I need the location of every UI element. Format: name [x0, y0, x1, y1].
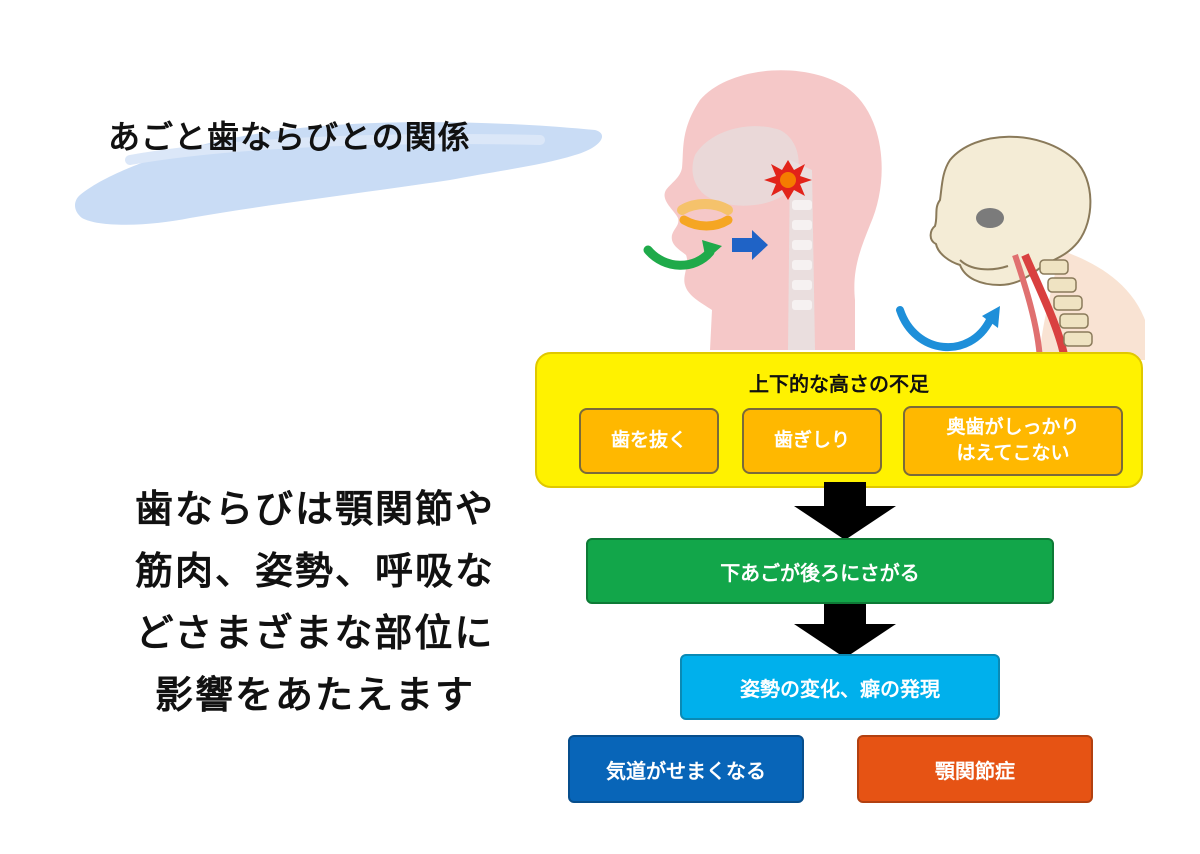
- cause-label-line-2: はえてこない: [956, 442, 1070, 464]
- cause-box-molars: 奥歯がしっかり はえてこない: [903, 406, 1123, 476]
- step-label: 下あごが後ろにさがる: [720, 560, 920, 585]
- head-profile-illustration: [643, 70, 882, 350]
- outcome-airway-narrowing: 気道がせまくなる: [568, 735, 804, 803]
- curved-blue-arrow-icon: [896, 306, 994, 352]
- cause-box-grinding: 歯ぎしり: [742, 408, 882, 474]
- page-title: あごと歯ならびとの関係: [108, 118, 471, 156]
- body-text: 歯ならびは顎関節や 筋肉、姿勢、呼吸な どさまざまな部位に 影響をあたえます: [100, 478, 530, 726]
- skull-spine-illustration: [896, 135, 1145, 360]
- down-arrow-icon: [794, 600, 896, 658]
- outcome-tmj-disorder: 顎関節症: [857, 735, 1093, 803]
- outcome-label: 顎関節症: [935, 758, 1015, 783]
- step-lower-jaw-retreats: 下あごが後ろにさがる: [586, 538, 1054, 604]
- cause-panel: 上下的な高さの不足 歯を抜く 歯ぎしり 奥歯がしっかり はえてこない: [535, 352, 1143, 488]
- body-text-line: 歯ならびは顎関節や: [134, 487, 495, 531]
- body-text-line: 影響をあたえます: [154, 673, 475, 717]
- down-arrow-icon: [794, 482, 896, 540]
- step-posture-change: 姿勢の変化、癖の発現: [680, 654, 1000, 720]
- title-brush-stroke: [75, 122, 603, 225]
- body-text-line: どさまざまな部位に: [135, 611, 495, 655]
- cause-label: 歯ぎしり: [773, 429, 850, 452]
- pain-burst-icon: [764, 160, 812, 200]
- body-text-line: 筋肉、姿勢、呼吸な: [134, 549, 495, 593]
- outcome-label: 気道がせまくなる: [606, 758, 766, 783]
- cause-label-line-1: 奥歯がしっかり: [946, 416, 1080, 439]
- panel-title: 上下的な高さの不足: [749, 372, 929, 396]
- step-label: 姿勢の変化、癖の発現: [740, 676, 940, 701]
- cause-box-tooth-extraction: 歯を抜く: [579, 408, 719, 474]
- blue-right-arrow-icon: [732, 230, 768, 260]
- cause-label: 歯を抜く: [610, 429, 687, 452]
